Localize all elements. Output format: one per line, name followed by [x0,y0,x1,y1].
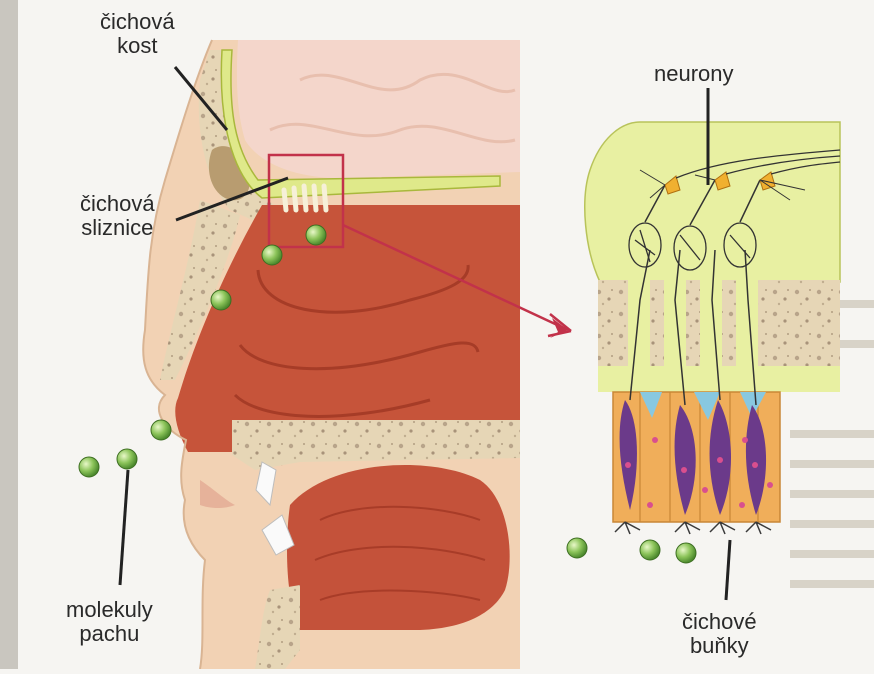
molecule [262,245,282,265]
molecule [676,543,696,563]
label-line: čichová [100,10,175,34]
brain-region [237,40,520,178]
molecule [79,457,99,477]
label-line: molekuly [66,598,153,622]
molecule [151,420,171,440]
molecule [306,225,326,245]
label-line: buňky [682,634,757,658]
label-olfactory-cells: čichové buňky [682,610,757,658]
label-line: pachu [66,622,153,646]
molecule [117,449,137,469]
page-edge [0,0,18,669]
label-line: sliznice [80,216,155,240]
label-line: neurony [654,62,734,86]
olfactory-bulb [585,122,840,282]
label-olfactory-mucosa: čichová sliznice [80,192,155,240]
label-neurons: neurony [654,62,734,86]
label-line: čichová [80,192,155,216]
label-line: čichové [682,610,757,634]
molecule [640,540,660,560]
molecule [211,290,231,310]
molecule [567,538,587,558]
label-line: kost [100,34,175,58]
label-olfactory-bone: čichová kost [100,10,175,58]
label-odor-molecules: molekuly pachu [66,598,153,646]
